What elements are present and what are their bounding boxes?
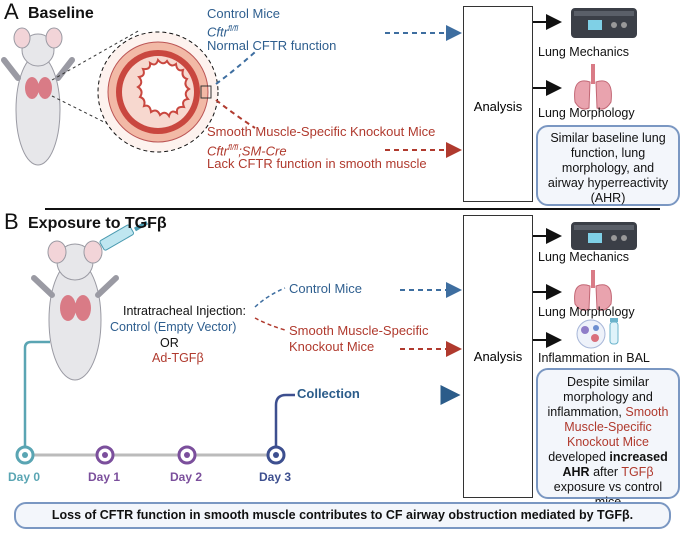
timeline-day0-label: Day 0 bbox=[8, 470, 41, 484]
knockout-mice-label-a: Smooth Muscle-Specific Knockout Mice bbox=[207, 124, 436, 139]
injection-tgfb-label: Ad-TGFβ bbox=[152, 351, 204, 365]
panel-a-letter: A bbox=[4, 0, 19, 24]
summary-b-part1: Despite similar morphology and inflammat… bbox=[547, 375, 653, 419]
knockout-mice-label-b-line2: Knockout Mice bbox=[289, 339, 375, 354]
branch-line-control-a bbox=[215, 51, 256, 85]
zoom-guide-lines bbox=[51, 29, 141, 141]
conclusion-banner: Loss of CFTR function in smooth muscle c… bbox=[14, 502, 671, 529]
genotype-label-a: Cftrfl/fl bbox=[207, 24, 239, 40]
analysis-box-a: Analysis bbox=[463, 6, 533, 202]
analysis-box-b: Analysis bbox=[463, 215, 533, 498]
lungs-icon bbox=[574, 64, 612, 110]
knockout-mice-label-b-line1: Smooth Muscle-Specific bbox=[289, 323, 429, 338]
summary-box-b: Despite similar morphology and inflammat… bbox=[536, 368, 680, 509]
mouse-illustration-b bbox=[31, 240, 119, 381]
outcome-lung-mechanics-b: Lung Mechanics bbox=[538, 250, 630, 264]
airway-cross-section bbox=[97, 31, 219, 153]
analysis-label-b: Analysis bbox=[473, 349, 523, 364]
lungs-icon-b bbox=[574, 270, 612, 311]
timeline-day3-label: Day 3 bbox=[259, 470, 292, 484]
outcome-bal-inflammation-b: Inflammation in BAL bbox=[538, 351, 650, 365]
panel-b-title: Exposure to TGFβ bbox=[28, 215, 167, 232]
branch-line-control-b bbox=[254, 287, 286, 308]
branch-line-knockout-b bbox=[254, 317, 286, 331]
summary-b-part3: developed bbox=[548, 450, 606, 464]
injection-label: Intratracheal Injection: bbox=[123, 304, 246, 318]
branch-line-knockout-a bbox=[215, 99, 256, 129]
knockout-genotype-label-a: Cftrfl/fl;SM-Cre bbox=[207, 143, 287, 159]
outcome-lung-morphology-a: Lung Morphology bbox=[538, 106, 635, 120]
analysis-label-a: Analysis bbox=[473, 99, 523, 114]
timeline bbox=[15, 340, 295, 465]
outcome-lung-morphology-b: Lung Morphology bbox=[538, 305, 635, 319]
summary-box-a: Similar baseline lung function, lung mor… bbox=[536, 125, 680, 206]
summary-b-part5: after bbox=[593, 465, 619, 479]
timeline-day1-label: Day 1 bbox=[88, 470, 121, 484]
ventilator-icon-b bbox=[571, 222, 637, 250]
panel-a-title: Baseline bbox=[28, 5, 94, 22]
summary-b-knockout: Smooth Muscle-Specific Knockout Mice bbox=[564, 405, 669, 449]
collection-label: Collection bbox=[297, 386, 360, 401]
knockout-function-label-a: Lack CFTR function in smooth muscle bbox=[207, 156, 427, 171]
summary-b-tgfb: TGFβ bbox=[621, 465, 654, 479]
ventilator-icon bbox=[571, 8, 637, 38]
injection-or-label: OR bbox=[160, 336, 179, 350]
summary-b-increased-ahr: increased AHR bbox=[562, 450, 668, 479]
control-mice-label-a: Control Mice bbox=[207, 6, 280, 21]
control-mice-label-b: Control Mice bbox=[289, 281, 362, 296]
injection-control-label: Control (Empty Vector) bbox=[110, 320, 237, 334]
panel-b-letter: B bbox=[4, 209, 19, 234]
mouse-illustration-a bbox=[1, 27, 75, 166]
control-function-label-a: Normal CFTR function bbox=[207, 38, 337, 53]
outcome-lung-mechanics-a: Lung Mechanics bbox=[538, 45, 630, 59]
timeline-day2-label: Day 2 bbox=[170, 470, 203, 484]
bal-cells-icon bbox=[576, 318, 619, 349]
